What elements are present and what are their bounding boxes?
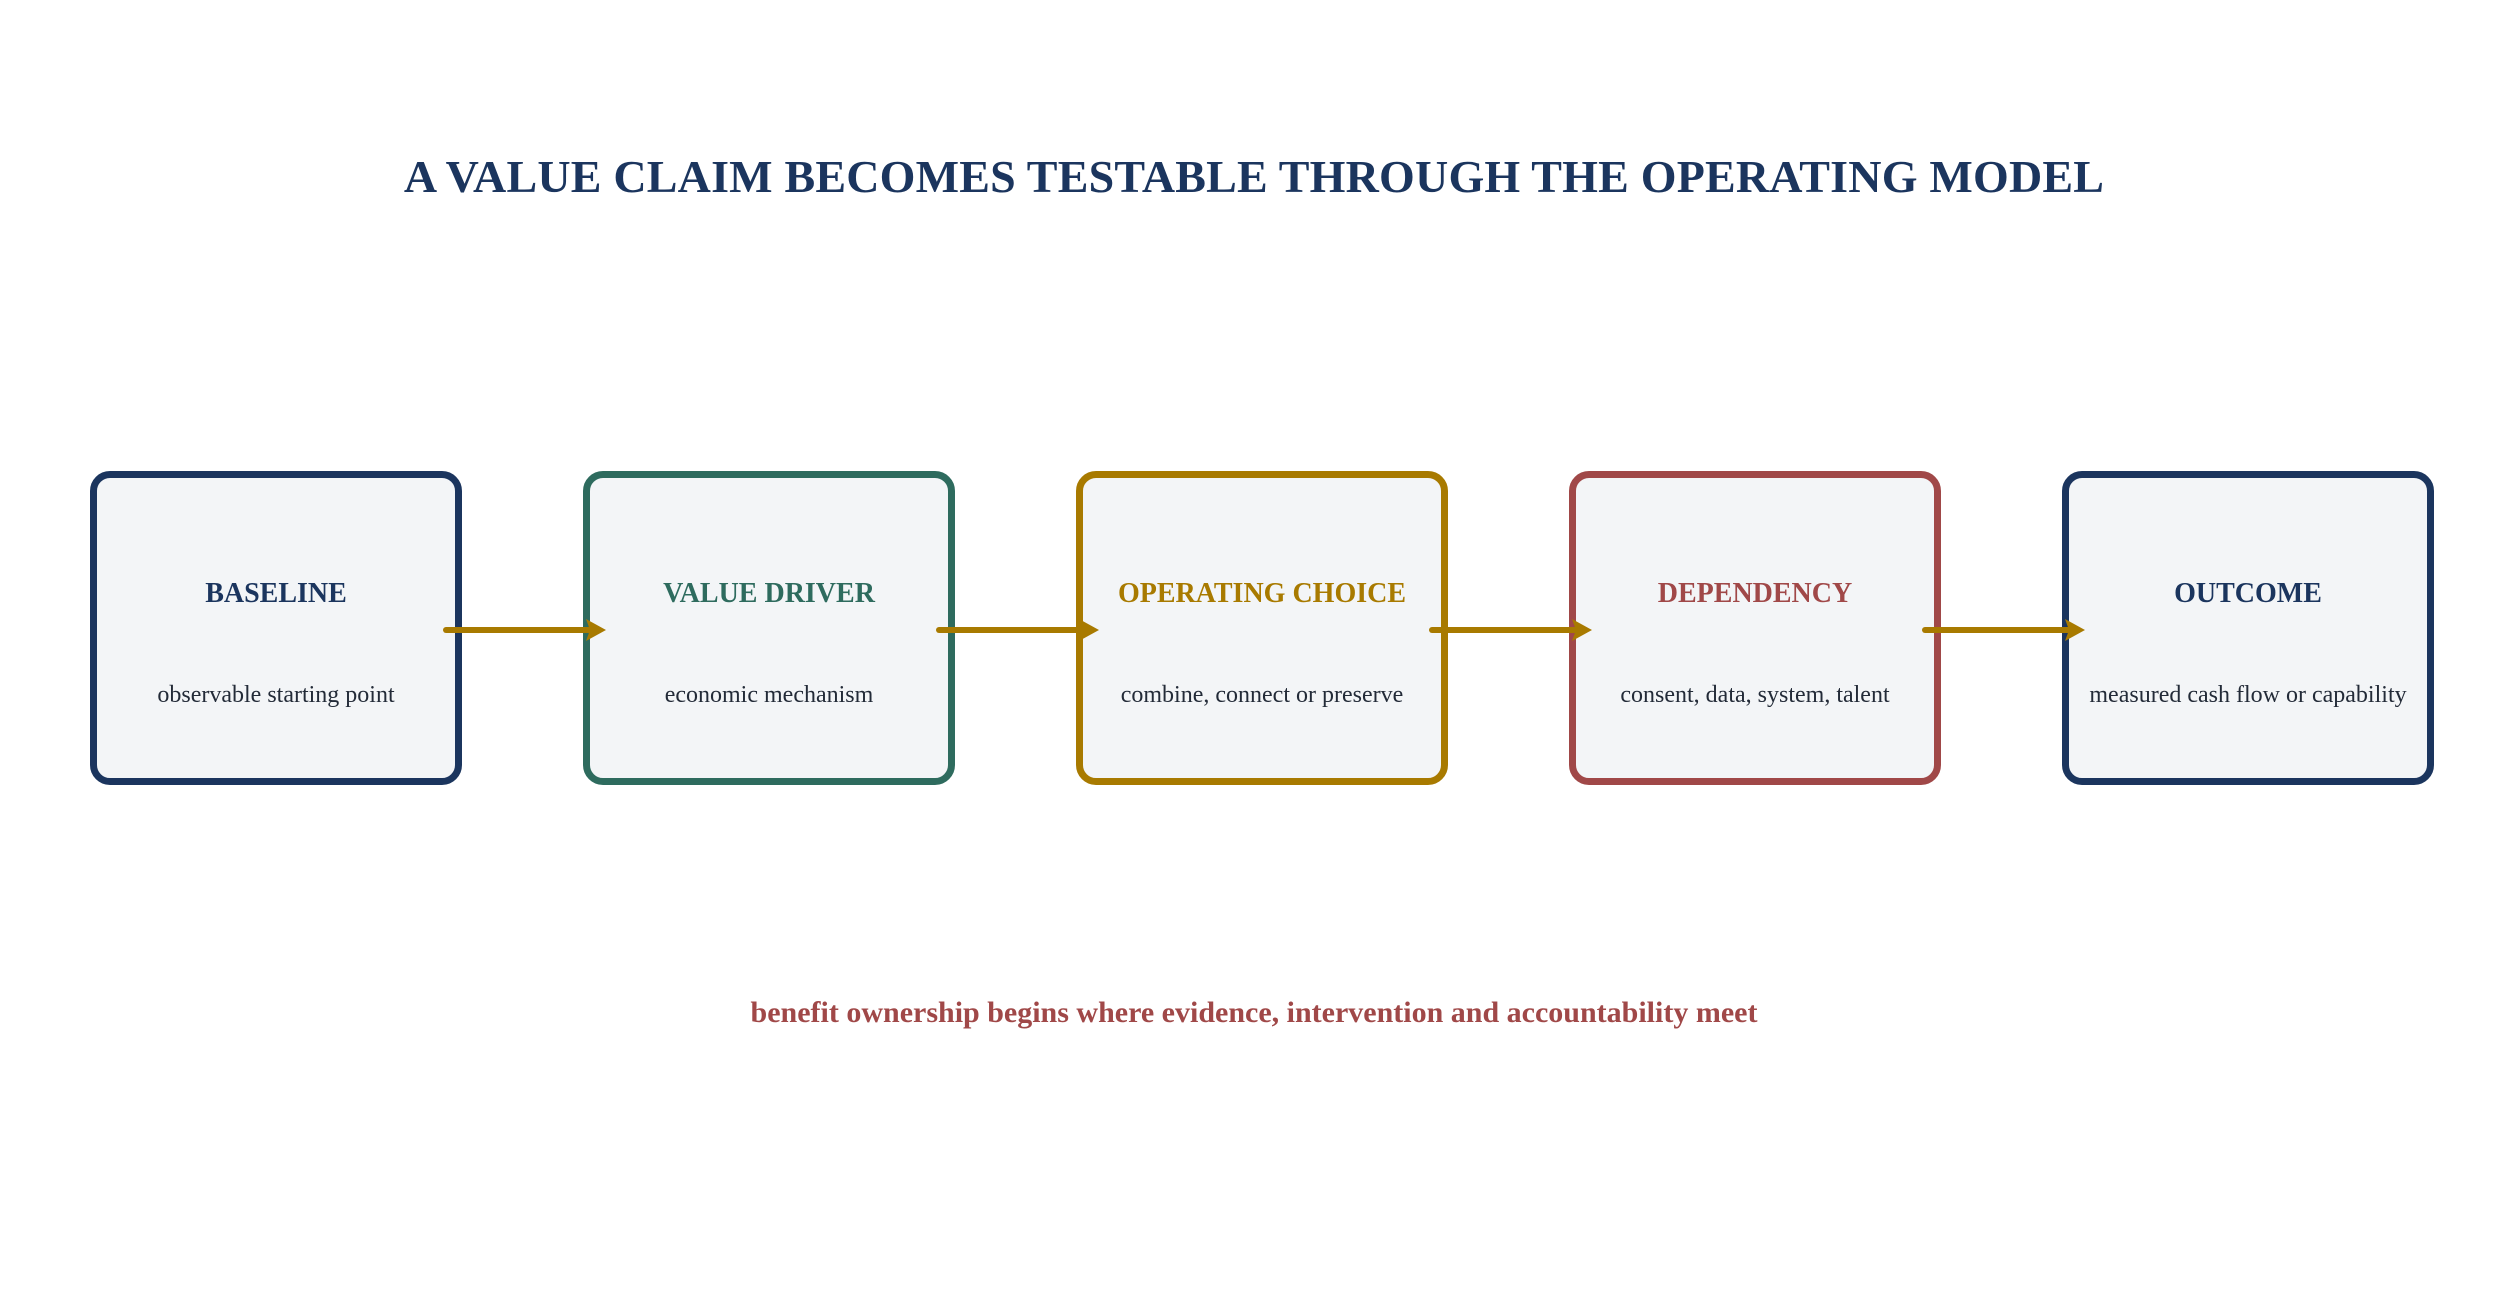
node-title: DEPENDENCY bbox=[1657, 578, 1853, 609]
arrow-value-driver-to-operating-choice bbox=[936, 619, 1099, 641]
arrow-operating-choice-to-dependency bbox=[1429, 619, 1592, 641]
node-title: OPERATING CHOICE bbox=[1117, 578, 1407, 609]
node-baseline: BASELINE observable starting point bbox=[90, 471, 462, 785]
diagram-title: A VALUE CLAIM BECOMES TESTABLE THROUGH T… bbox=[403, 151, 2105, 202]
arrow-dependency-to-outcome bbox=[1922, 619, 2085, 641]
node-operating-choice: OPERATING CHOICE combine, connect or pre… bbox=[1076, 471, 1448, 785]
node-description: observable starting point bbox=[157, 682, 395, 708]
arrow-baseline-to-value-driver bbox=[443, 619, 606, 641]
node-outcome: OUTCOME measured cash flow or capability bbox=[2062, 471, 2434, 785]
node-description: economic mechanism bbox=[664, 682, 874, 708]
node-value-driver: VALUE DRIVER economic mechanism bbox=[583, 471, 955, 785]
node-title: BASELINE bbox=[205, 578, 347, 609]
node-dependency: DEPENDENCY consent, data, system, talent bbox=[1569, 471, 1941, 785]
node-title: VALUE DRIVER bbox=[663, 578, 875, 609]
node-description: combine, connect or preserve bbox=[1120, 682, 1404, 708]
node-description: measured cash flow or capability bbox=[2089, 682, 2407, 708]
footer-caption: benefit ownership begins where evidence,… bbox=[750, 996, 1758, 1029]
node-description: consent, data, system, talent bbox=[1620, 682, 1890, 708]
node-title: OUTCOME bbox=[2174, 578, 2322, 609]
